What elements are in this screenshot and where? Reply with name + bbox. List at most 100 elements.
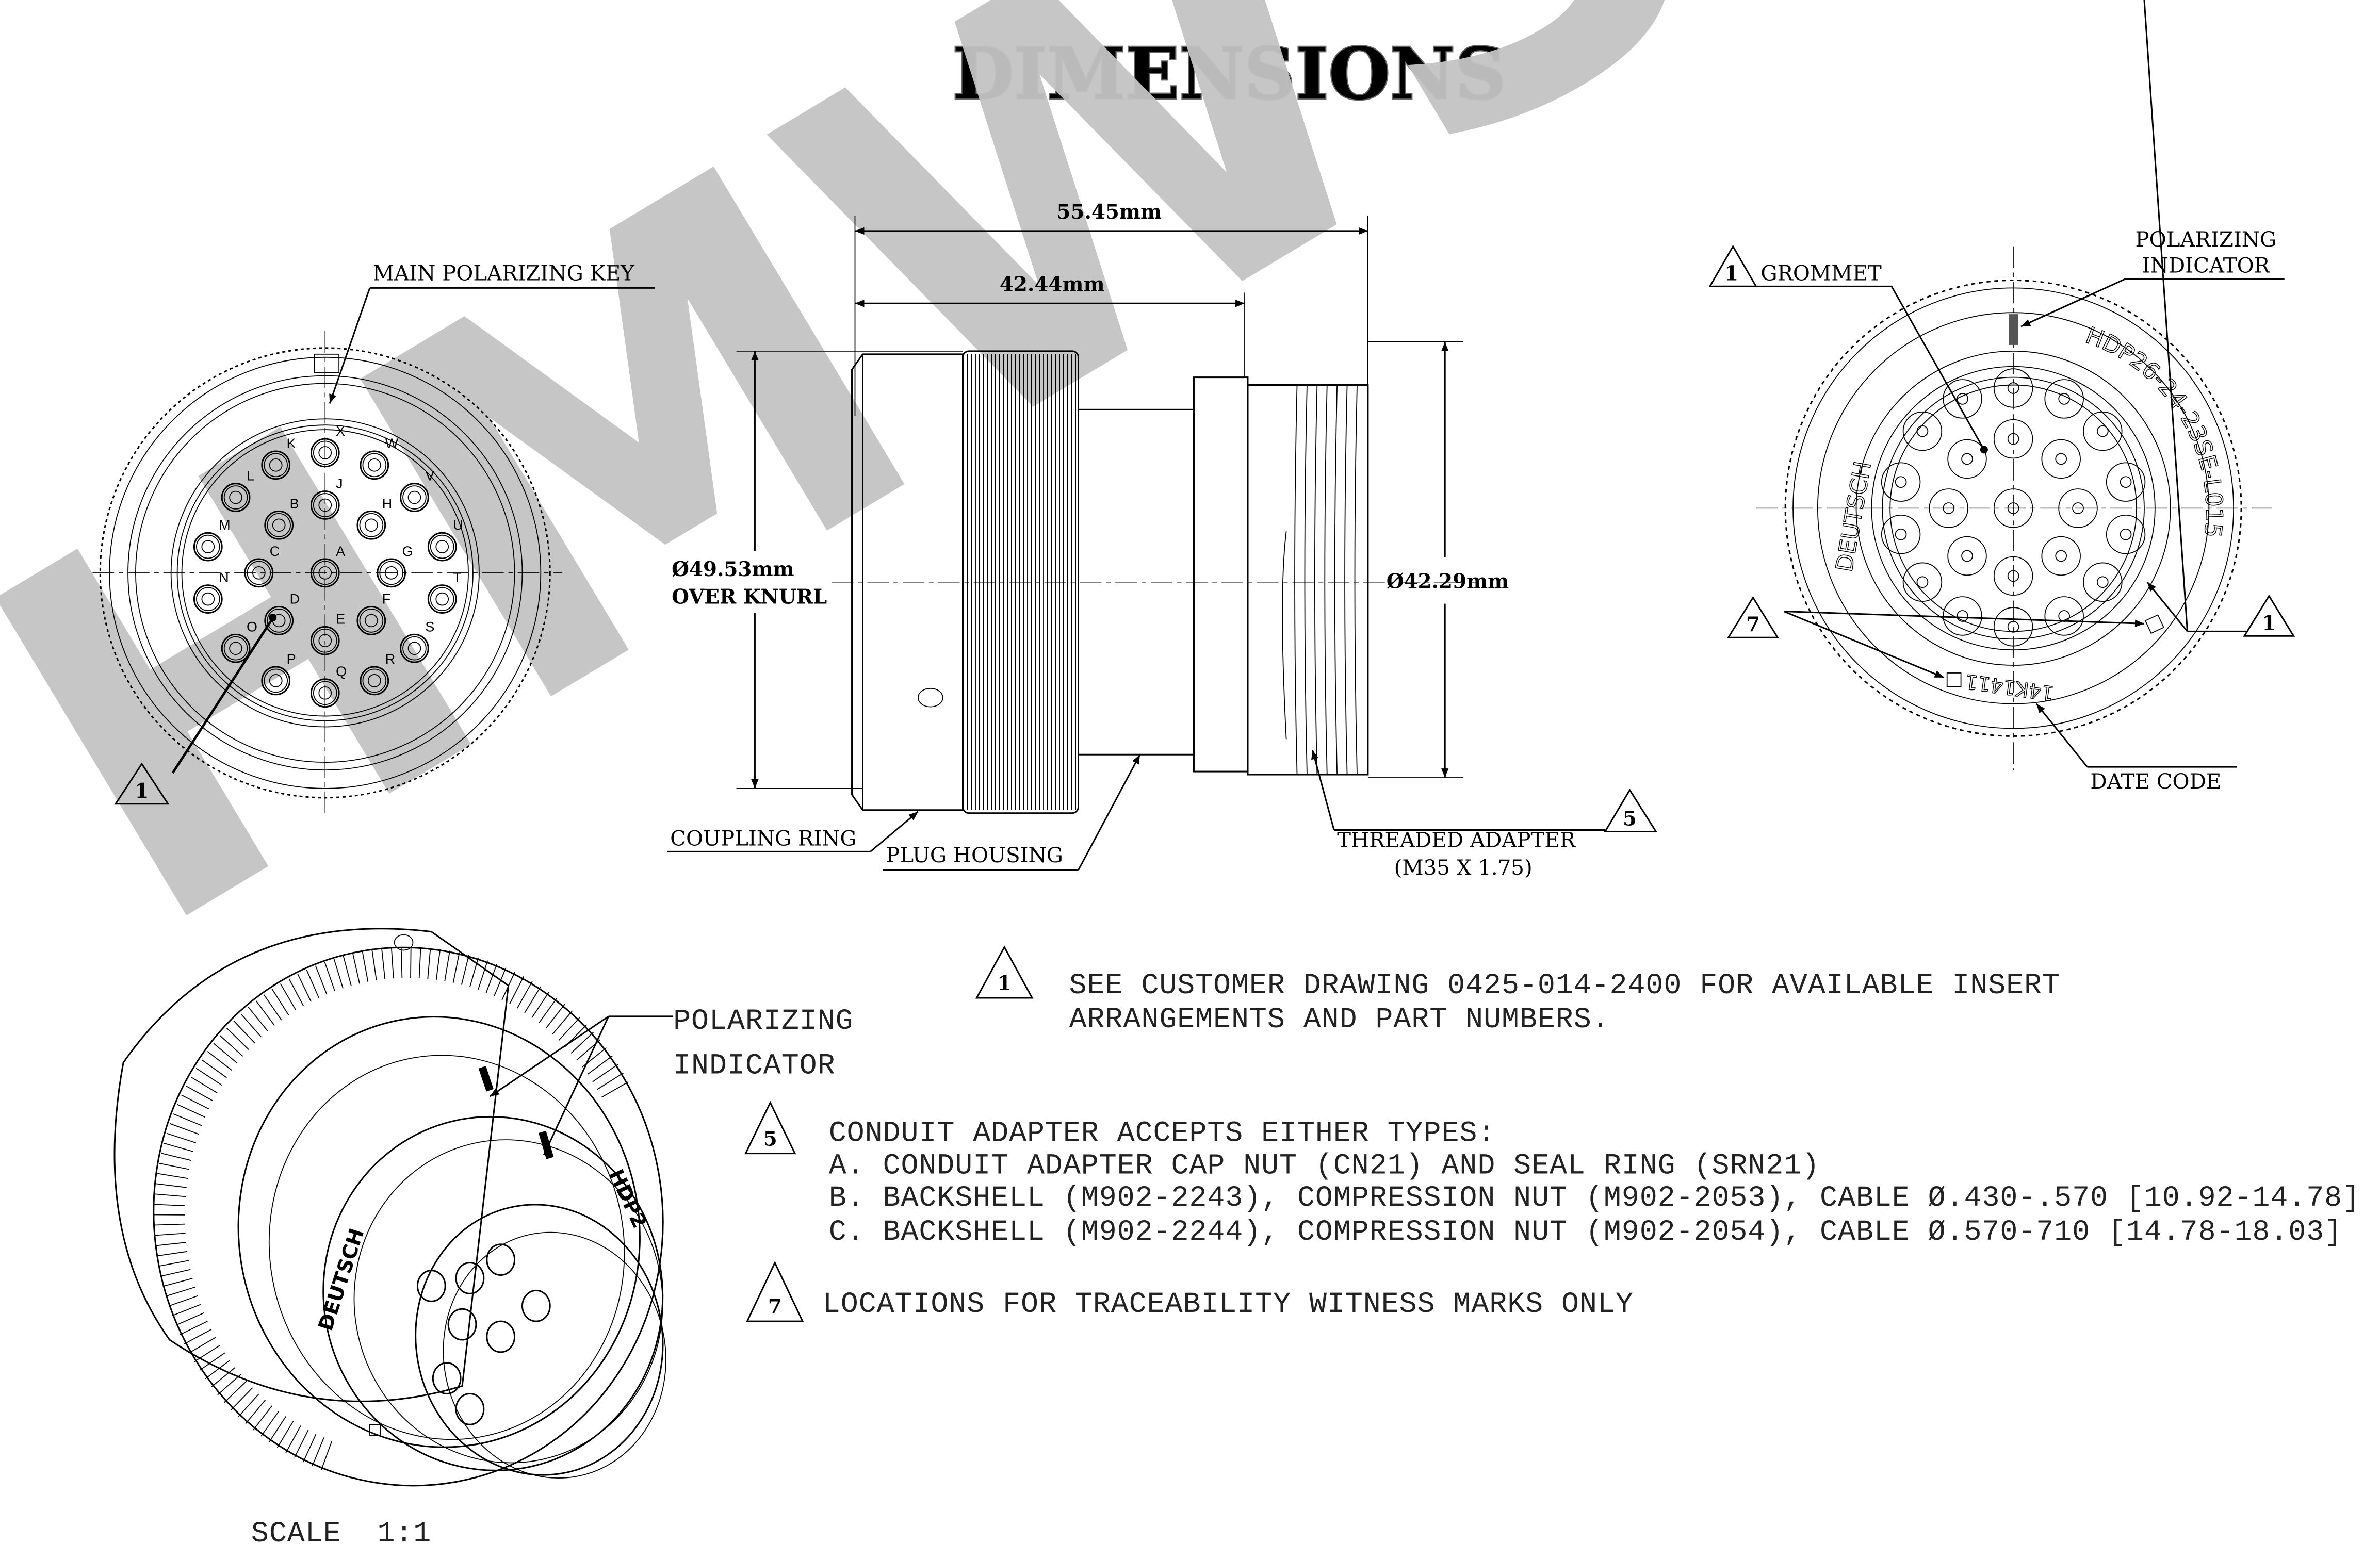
- svg-text:1: 1: [135, 780, 149, 803]
- grommet-label: GROMMET: [1760, 261, 1882, 285]
- iso-knurl-line: [570, 1031, 594, 1054]
- svg-text:1: 1: [2262, 612, 2276, 635]
- part-number-flag: 1: [2243, 594, 2295, 637]
- iso-knurl-line: [435, 949, 441, 980]
- iso-knurl-line: [260, 1410, 280, 1437]
- iso-knurl-line: [288, 978, 304, 1006]
- iso-cavity: [455, 1392, 485, 1425]
- grommet-cavity: [2083, 562, 2123, 602]
- iso-knurl-line: [175, 1312, 204, 1326]
- page-title: DIMENSIONS: [952, 32, 1506, 116]
- witness-mark: [2144, 614, 2164, 634]
- contact-pin-A: A: [310, 544, 345, 588]
- note-5-flag: 5: [744, 1101, 796, 1155]
- knurl-note: OVER KNURL: [672, 586, 827, 609]
- pin-label: M: [219, 517, 230, 533]
- iso-knurl-line: [177, 1104, 206, 1118]
- grommet-cavity: [1993, 556, 2033, 596]
- pin-label: G: [402, 544, 413, 559]
- note-7-line-1: LOCATIONS FOR TRACEABILITY WITNESS MARKS…: [823, 1288, 1634, 1321]
- grommet-cavity: [2044, 596, 2084, 636]
- iso-knurl-line: [587, 1055, 613, 1075]
- iso-knurl-line: [169, 1123, 199, 1135]
- iso-knurl-line: [352, 953, 360, 984]
- iso-knurl-line: [253, 1405, 273, 1431]
- note-5-line-3: B. BACKSHELL (M902-2243), COMPRESSION NU…: [829, 1182, 2360, 1215]
- iso-knurl-line: [233, 1020, 255, 1044]
- iso-knurl-line: [158, 1260, 189, 1267]
- grommet-cavity: [1881, 462, 1921, 502]
- iso-knurl-line: [452, 952, 460, 983]
- iso-knurl-line: [558, 1017, 580, 1041]
- pin-label: X: [336, 423, 345, 439]
- contact-pin-X: X: [310, 423, 345, 468]
- grommet-cavity: [1993, 419, 2033, 459]
- iso-knurl-line: [164, 1142, 194, 1152]
- thread-line: [1344, 385, 1348, 775]
- iso-knurl-line: [516, 981, 533, 1009]
- pin-label: U: [453, 517, 463, 533]
- iso-knurl-line: [154, 1223, 185, 1226]
- iso-knurl-line: [263, 994, 282, 1021]
- iso-knurl-line: [418, 947, 421, 978]
- contact-pin-S: S: [400, 619, 434, 663]
- iso-polarizing-label-1: POLARIZING: [673, 1005, 853, 1038]
- contact-pin-P: P: [261, 651, 296, 696]
- pin-label: C: [270, 544, 280, 559]
- pin-label: Q: [336, 664, 347, 679]
- iso-knurl-line: [280, 983, 297, 1011]
- grommet-cavity: [2106, 514, 2146, 554]
- iso-knurl-line: [238, 1393, 259, 1418]
- iso-cavity: [486, 1320, 516, 1353]
- iso-knurl-line: [444, 950, 450, 981]
- pin-label: V: [425, 468, 434, 484]
- iso-knurl-line: [315, 965, 328, 995]
- iso-knurl-line: [213, 1043, 238, 1064]
- pin-label: P: [287, 651, 296, 667]
- iso-knurl-line: [597, 1072, 624, 1090]
- iso-cavity: [416, 1270, 446, 1302]
- iso-knurl-line: [509, 976, 525, 1005]
- threaded-adapter-label: THREADED ADAPTER: [1337, 828, 1576, 852]
- iso-knurl-line: [168, 1295, 198, 1307]
- thread-line: [1314, 385, 1318, 775]
- iso-knurl-line: [162, 1278, 193, 1287]
- contact-pin-V: V: [400, 468, 434, 512]
- iso-cavity: [432, 1362, 462, 1394]
- contact-pin-E: E: [310, 611, 345, 655]
- pin-label: R: [385, 651, 395, 667]
- iso-knurl-line: [324, 962, 335, 992]
- iso-knurl-line: [181, 1094, 209, 1110]
- contact-pin-C: C: [244, 544, 280, 588]
- iso-knurl-line: [226, 1027, 249, 1050]
- iso-knurl-line: [154, 1204, 186, 1206]
- iso-knurl-line: [248, 1007, 268, 1031]
- contact-pin-U: U: [427, 517, 463, 562]
- iso-knurl-line: [276, 1421, 294, 1448]
- thread-spec-label: (M35 X 1.75): [1394, 856, 1533, 880]
- iso-knurl-line: [524, 986, 541, 1013]
- iso-knurl-line: [485, 963, 498, 993]
- svg-text:5: 5: [1623, 808, 1637, 831]
- pin-label: N: [219, 570, 229, 585]
- iso-knurl-line: [166, 1132, 196, 1143]
- body-length-dim: 42.44mm: [1000, 273, 1105, 296]
- note-7-flag: 7: [746, 1261, 804, 1322]
- iso-cavity: [521, 1289, 551, 1322]
- pin-label: S: [425, 619, 434, 634]
- grommet-cavity: [1993, 488, 2033, 528]
- note-5-flag: 5: [1604, 789, 1658, 833]
- date-code-marking: 14K1411: [1964, 669, 2056, 705]
- brand-marking: DEUTSCH: [1830, 459, 1877, 574]
- grommet-cavity: [2106, 462, 2146, 502]
- iso-knurl-line: [172, 1304, 201, 1317]
- iso-polarizing-label-2: INDICATOR: [673, 1049, 835, 1082]
- iso-knurl-line: [469, 957, 479, 988]
- contact-pin-N: N: [193, 570, 229, 614]
- svg-text:1: 1: [998, 972, 1012, 995]
- iso-knurl-line: [427, 948, 431, 979]
- polarizing-indicator-mark: [2009, 314, 2018, 345]
- iso-knurl-line: [501, 972, 515, 1000]
- contact-pin-M: M: [193, 517, 231, 562]
- contact-pin-G: G: [377, 544, 413, 588]
